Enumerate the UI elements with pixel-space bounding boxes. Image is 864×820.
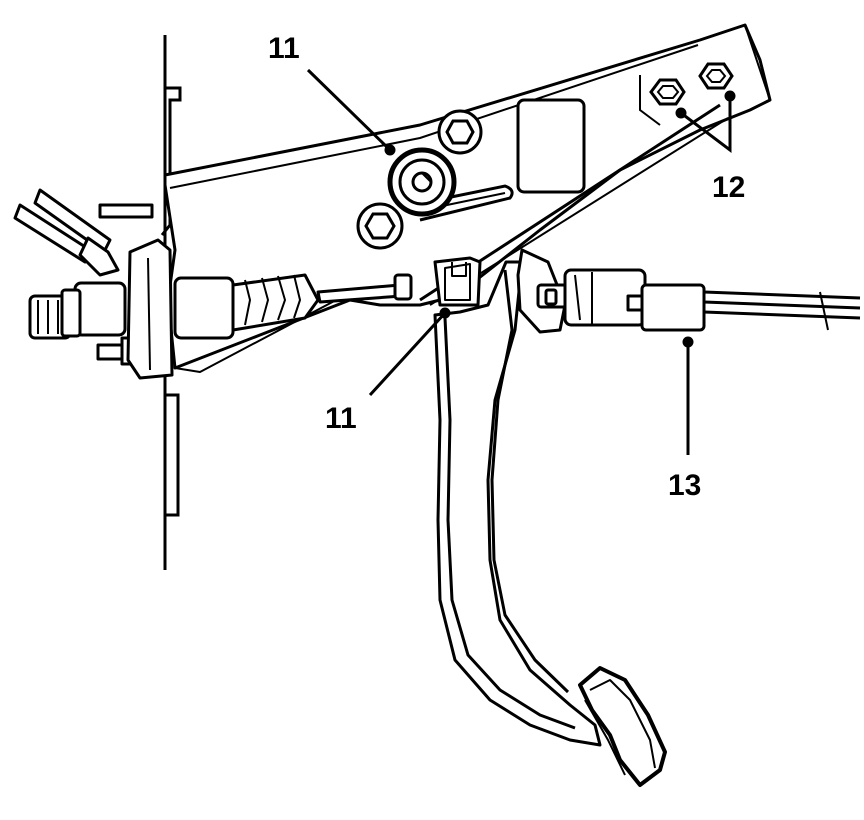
master-cylinder [13,188,413,380]
leader-lines [306,68,736,455]
pedal-arm [433,260,667,787]
callout-connector-label: 13 [668,469,701,502]
switch-bracket [433,256,482,307]
hex-bolt-icon [445,119,475,145]
hex-nut-icon [649,78,686,106]
callout-labels: 11 11 12 13 [268,32,745,502]
switch-connector [516,248,861,334]
bracket-window [516,98,586,194]
mounting-nuts [639,62,734,126]
callout-nuts-label: 12 [712,171,745,204]
callout-switch-bracket-label: 11 [325,402,357,435]
pivot-bushing [387,147,514,222]
bracket-bolts [356,109,483,250]
hex-bolt-icon [364,212,396,240]
callout-pivot-label: 11 [268,32,300,65]
pedal-pad [578,666,667,787]
hex-nut-icon [698,62,734,90]
